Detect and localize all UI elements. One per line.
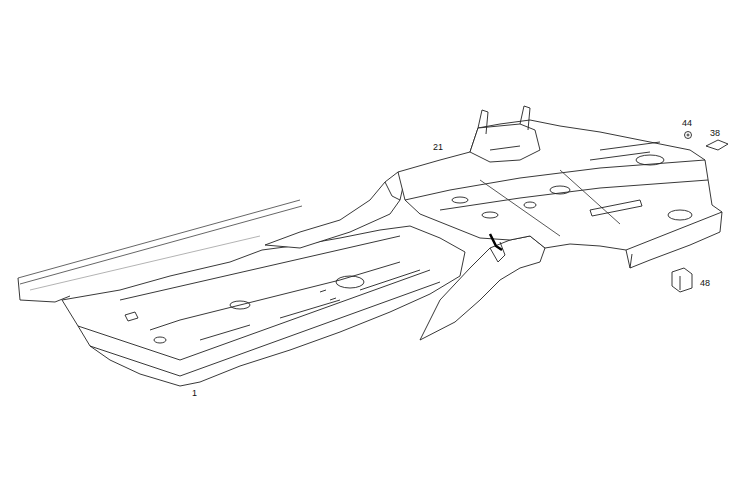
callout-number: 21	[433, 142, 443, 152]
callout-number: 1	[192, 388, 197, 398]
callout-number: 38	[710, 128, 720, 138]
callout-number: 44	[682, 118, 692, 128]
callout-number: 48	[700, 278, 710, 288]
